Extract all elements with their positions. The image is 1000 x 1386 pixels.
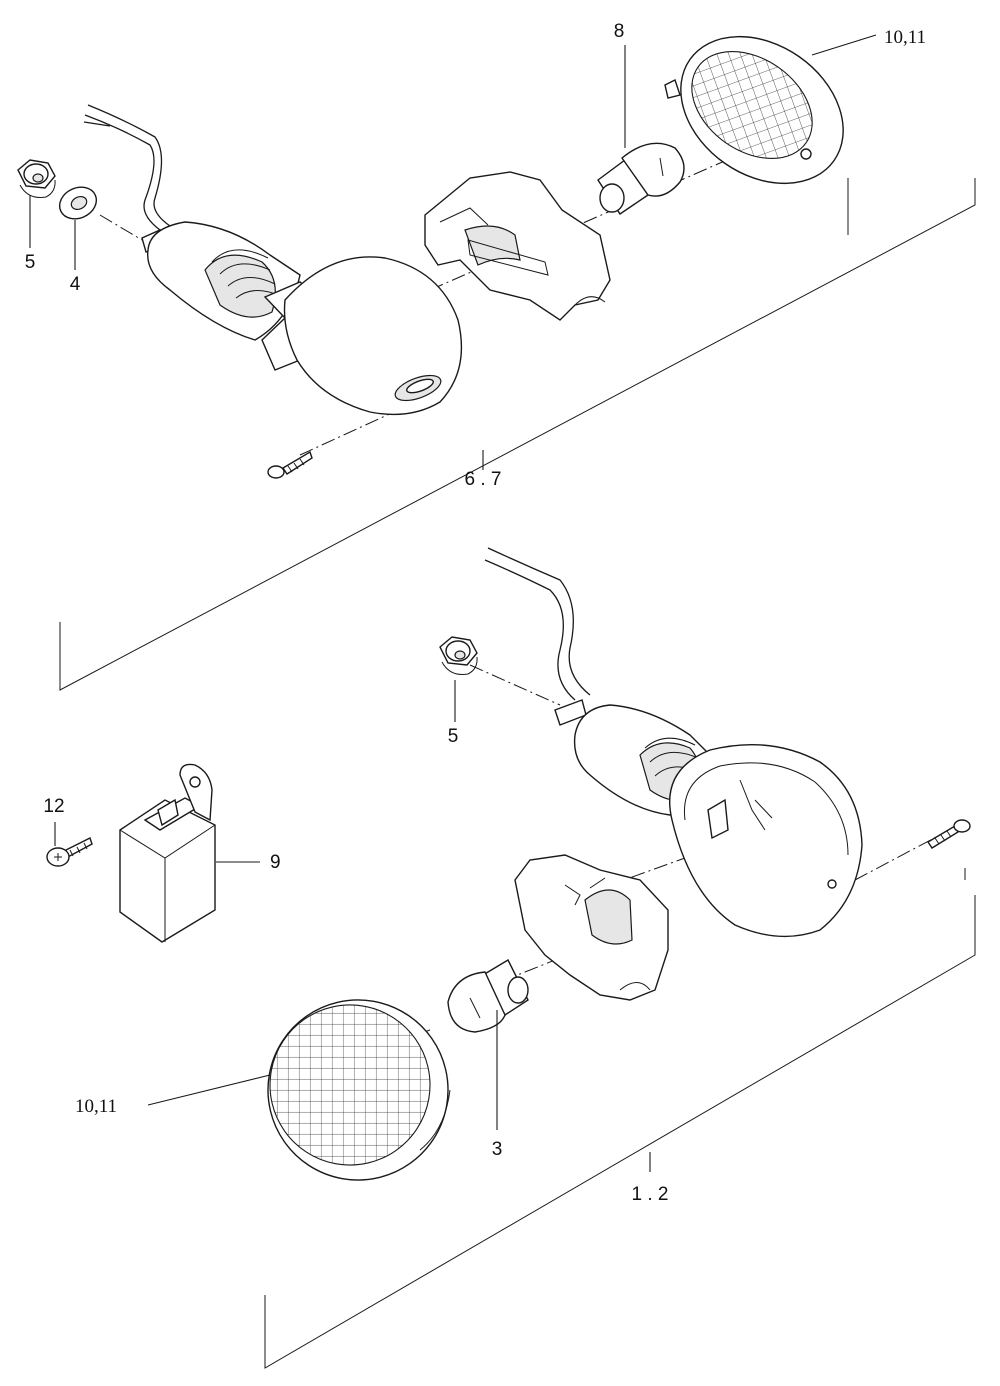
label-part-3: 3 [492, 1139, 503, 1160]
bulb-bottom [447, 959, 529, 1033]
flasher-relay [119, 763, 216, 943]
flange-nut-bottom [439, 636, 478, 675]
label-part-8: 8 [614, 21, 625, 42]
bulb-socket-top [424, 171, 611, 321]
label-part-5-top: 5 [25, 252, 36, 273]
bulb-socket-bottom [514, 854, 669, 1001]
turn-signal-housing-bottom [484, 547, 863, 938]
lens-bottom [267, 999, 451, 1181]
bottom-assembly-bracket [264, 895, 976, 1369]
bottom-assembly [46, 547, 976, 1369]
label-assembly-6-7: 6 . 7 [465, 469, 502, 490]
top-assembly-bracket [59, 178, 976, 691]
flange-nut-top [17, 159, 56, 198]
label-part-12: 12 [43, 796, 64, 817]
label-part-4: 4 [70, 274, 81, 295]
lens-top [664, 35, 844, 185]
screw-top [267, 450, 313, 479]
label-assembly-1-2: 1 . 2 [632, 1184, 669, 1205]
washer [58, 186, 98, 220]
label-part-10-11-bottom: 10,11 [75, 1096, 117, 1117]
screw-bottom [927, 819, 971, 849]
label-part-10-11-top: 10,11 [884, 27, 926, 48]
turn-signal-housing-top [83, 104, 463, 416]
part-labels: 5 4 8 10,11 6 . 7 5 12 9 10,11 3 1 . 2 [25, 21, 926, 1205]
bulb-top [597, 142, 685, 215]
top-assembly [17, 35, 976, 691]
label-part-5-bottom: 5 [448, 726, 459, 747]
leader-lines [29, 34, 877, 1130]
screw-12 [46, 837, 93, 867]
label-part-9: 9 [270, 852, 281, 873]
